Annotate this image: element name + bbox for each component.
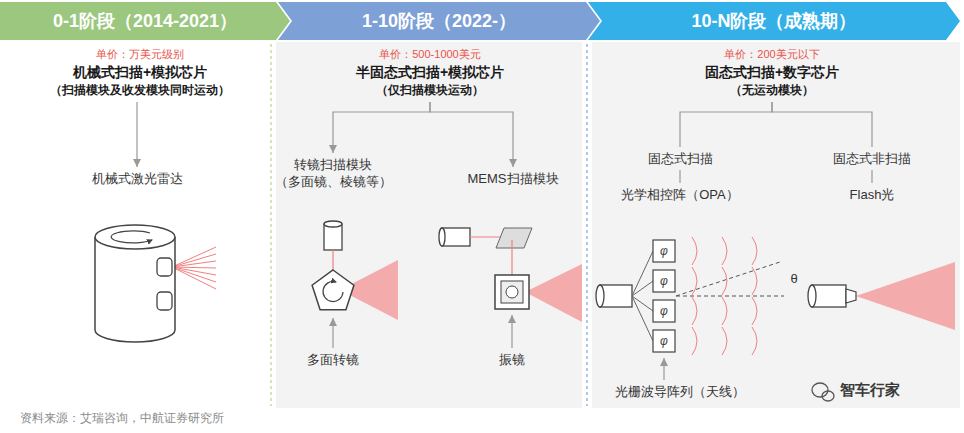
node-text: 单价：万美元级别 xyxy=(50,46,230,62)
phase-symbol: φ xyxy=(660,303,668,319)
node-text: 单价：500-1000美元 xyxy=(356,46,504,62)
stage-panel xyxy=(276,42,582,408)
connector xyxy=(679,170,680,183)
mems-mirror xyxy=(439,228,582,348)
separator xyxy=(270,44,271,406)
phase-symbol: φ xyxy=(660,243,668,259)
watermark-icon xyxy=(812,383,834,401)
module-type: 转镜扫描模块 （多面镜、棱镜等） xyxy=(274,156,392,190)
connector xyxy=(772,102,872,147)
stage-banner: 0-1阶段（2014-2021） xyxy=(0,2,290,40)
phase-symbol: φ xyxy=(660,333,668,349)
angle-symbol: θ xyxy=(790,271,797,287)
wave-front xyxy=(722,327,727,355)
wave-front xyxy=(752,297,757,325)
node-text: 机械式扫描+模拟芯片 xyxy=(50,62,230,82)
wave-front xyxy=(692,327,697,355)
node-text: 转镜扫描模块 （多面镜、棱镜等） xyxy=(274,156,392,190)
stage-banner: 10-N阶段（成熟期） xyxy=(588,2,960,40)
separator xyxy=(586,44,587,406)
node-text: 固态式非扫描 xyxy=(833,150,911,167)
connector xyxy=(136,102,137,167)
connector xyxy=(871,170,872,183)
wave-front xyxy=(752,327,757,355)
stage-panel xyxy=(592,42,960,408)
part-label: 振镜 xyxy=(499,352,525,368)
optical-phased-array xyxy=(596,237,784,380)
node-text: MEMS扫描模块 xyxy=(468,170,559,187)
wave-front xyxy=(722,267,727,295)
mechanical-lidar xyxy=(95,225,216,342)
connector xyxy=(430,102,513,167)
wave-front xyxy=(722,297,727,325)
node-text: （无运动模块） xyxy=(705,82,839,99)
wave-front xyxy=(692,267,697,295)
polygon-mirror xyxy=(312,221,398,348)
node-text: 固态式扫描+数字芯片 xyxy=(705,62,839,82)
banner-text: 0-1阶段（2014-2021） xyxy=(53,9,237,33)
stage-banner: 1-10阶段（2022-） xyxy=(278,2,600,40)
stage-heading: 单价：200美元以下固态式扫描+数字芯片（无运动模块） xyxy=(705,46,839,99)
wave-front xyxy=(752,267,757,295)
flash-lidar xyxy=(808,262,955,330)
stage-heading: 单价：500-1000美元半固态式扫描+模拟芯片（仅扫描模块运动） xyxy=(356,46,504,99)
scan-type: 固态式扫描 xyxy=(648,150,713,167)
wave-front xyxy=(752,237,757,265)
source-caption: 资料来源：艾瑞咨询，中航证券研究所 xyxy=(20,410,224,427)
wave-front xyxy=(692,237,697,265)
technology: 光学相控阵（OPA） xyxy=(621,186,739,203)
stage-heading: 单价：万美元级别机械式扫描+模拟芯片（扫描模块及收发模块同时运动） xyxy=(50,46,230,99)
node-text: 固态式扫描 xyxy=(648,150,713,167)
phase-symbol: φ xyxy=(660,273,668,289)
wave-front xyxy=(692,297,697,325)
technology: Flash光 xyxy=(850,186,895,203)
part-label: 光栅波导阵列（天线） xyxy=(615,384,745,400)
lidar-type: 机械式激光雷达 xyxy=(92,170,183,187)
node-text: （仅扫描模块运动） xyxy=(356,82,504,99)
connector xyxy=(680,102,772,147)
banner-text: 10-N阶段（成熟期） xyxy=(691,9,856,33)
wave-front xyxy=(722,237,727,265)
banner-text: 1-10阶段（2022-） xyxy=(362,9,516,33)
node-text: 半固态式扫描+模拟芯片 xyxy=(356,62,504,82)
node-text: 机械式激光雷达 xyxy=(92,170,183,187)
node-text: Flash光 xyxy=(850,186,895,203)
node-text: 单价：200美元以下 xyxy=(705,46,839,62)
node-text: （扫描模块及收发模块同时运动） xyxy=(50,82,230,99)
node-text: 光学相控阵（OPA） xyxy=(621,186,739,203)
scan-type: 固态式非扫描 xyxy=(833,150,911,167)
connector xyxy=(333,102,430,153)
part-label: 多面转镜 xyxy=(307,352,359,368)
watermark: 智车行家 xyxy=(840,382,900,398)
module-type: MEMS扫描模块 xyxy=(468,170,559,187)
